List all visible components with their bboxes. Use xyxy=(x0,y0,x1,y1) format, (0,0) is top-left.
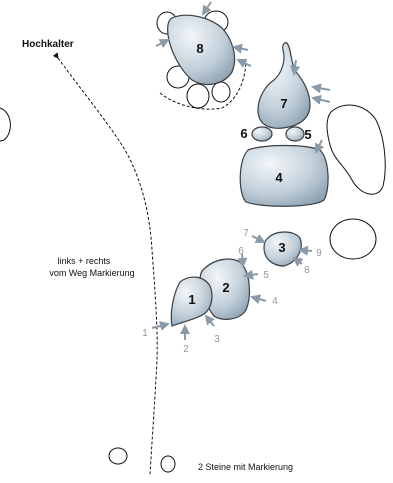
problem-number: 4 xyxy=(272,296,278,307)
problem-arrow xyxy=(204,314,215,327)
boulder-number: 2 xyxy=(222,280,229,295)
problem-arrow xyxy=(290,59,301,76)
dashed-outline xyxy=(159,59,247,110)
problem-arrow xyxy=(237,253,248,268)
problem-number: 1 xyxy=(142,328,148,339)
boulder-number: 3 xyxy=(278,240,285,255)
rock-outline xyxy=(0,107,11,142)
problem-number: 2 xyxy=(183,344,189,355)
boulder-4[interactable] xyxy=(239,144,329,207)
boulder-6[interactable] xyxy=(251,126,273,142)
rock-outline xyxy=(211,81,231,103)
boulder-8[interactable] xyxy=(167,14,236,86)
problem-number: 8 xyxy=(304,265,310,276)
rock-outline xyxy=(160,455,176,473)
problem-number: 3 xyxy=(214,334,220,345)
rock-outline xyxy=(108,447,128,465)
stones-label: 2 Steine mit Markierung xyxy=(198,462,293,472)
problem-arrow xyxy=(151,321,170,331)
boulder-3[interactable] xyxy=(263,231,302,267)
marking-label-line2: vom Weg Markierung xyxy=(49,268,134,278)
problem-arrow xyxy=(298,245,313,256)
problem-arrow xyxy=(232,43,249,54)
boulder-number: 5 xyxy=(304,127,311,142)
rock-outline xyxy=(329,218,377,260)
problem-number: 9 xyxy=(316,248,322,259)
rock-outline xyxy=(326,104,386,195)
problem-arrow xyxy=(292,256,304,267)
boulder-5[interactable] xyxy=(285,126,305,142)
marking-label-line1: links + rechts xyxy=(58,256,111,266)
boulder-number: 6 xyxy=(240,126,247,141)
boulder-7[interactable] xyxy=(257,42,311,129)
problem-number: 6 xyxy=(238,246,244,257)
problem-arrow xyxy=(251,233,266,243)
problem-number: 5 xyxy=(263,270,269,281)
boulder-1[interactable] xyxy=(170,276,213,327)
problem-arrow xyxy=(250,294,267,305)
problem-arrow xyxy=(243,269,259,280)
problem-arrow xyxy=(236,58,252,68)
boulder-number: 1 xyxy=(188,292,195,307)
boulder-number: 8 xyxy=(196,41,203,56)
boulder-number: 7 xyxy=(280,96,287,111)
problem-arrow xyxy=(311,94,331,105)
problem-number: 7 xyxy=(243,228,249,239)
boulder-number: 4 xyxy=(275,170,283,185)
rock-outline xyxy=(186,83,210,109)
problem-arrow xyxy=(201,1,212,16)
problem-arrow xyxy=(315,139,325,154)
problem-arrow xyxy=(311,83,331,94)
trail-path xyxy=(52,52,158,476)
problem-arrow xyxy=(155,39,170,49)
peak-label: Hochkalter xyxy=(22,39,74,50)
